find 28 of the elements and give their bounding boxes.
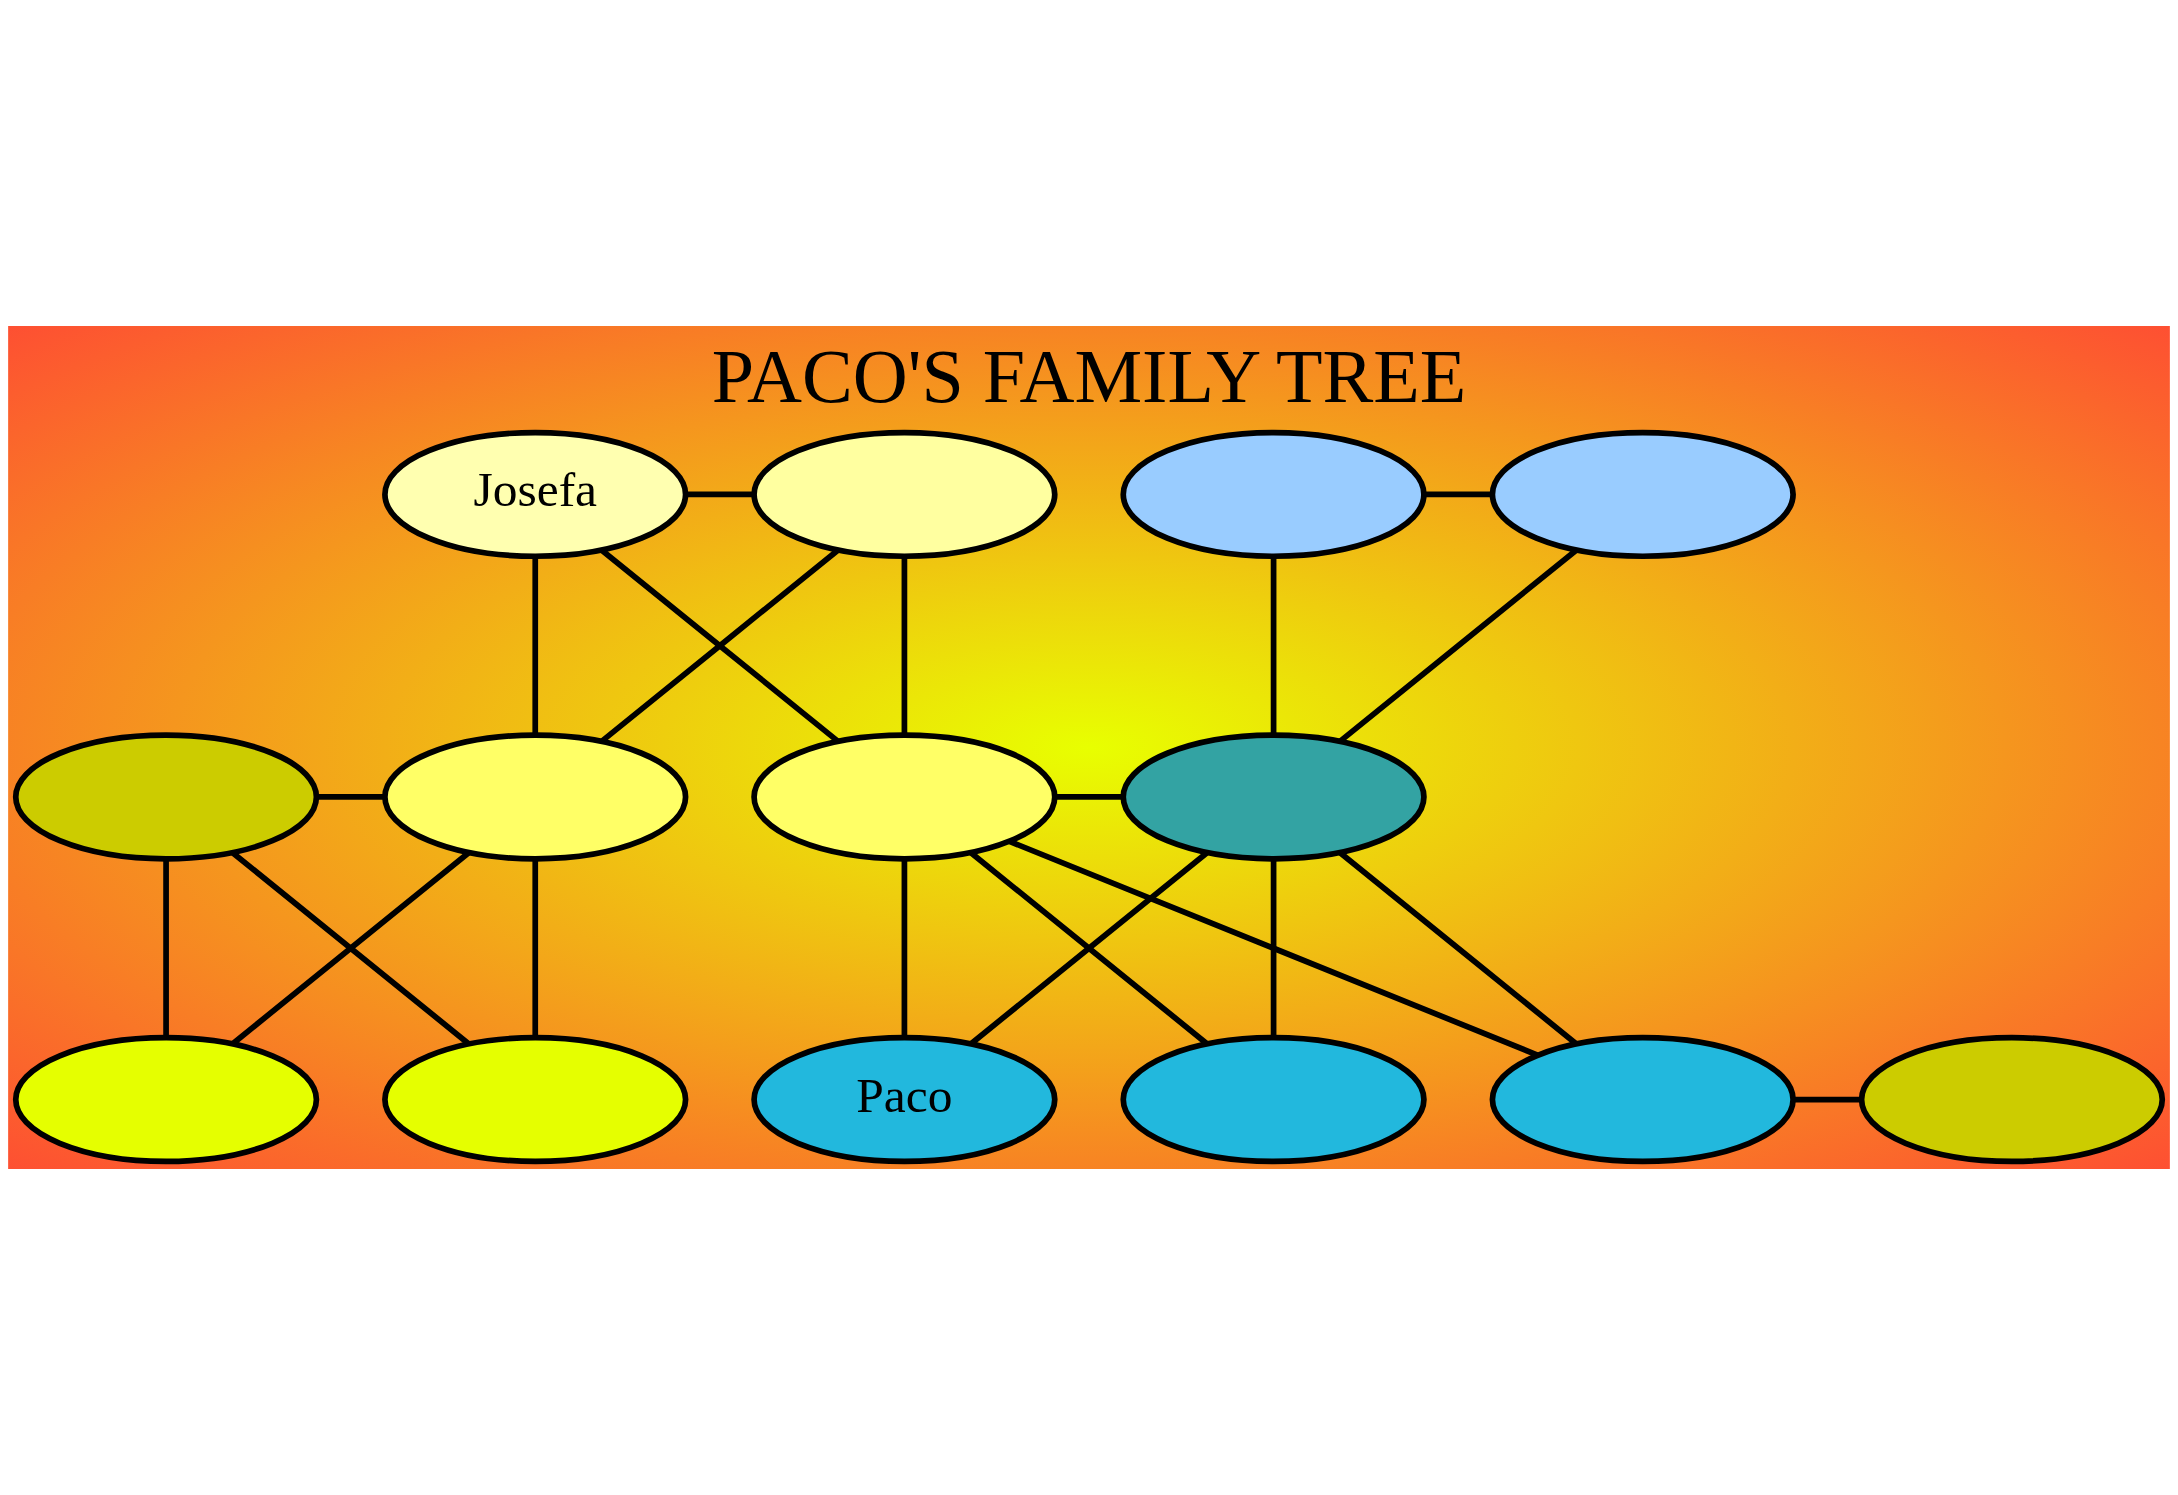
- node-ellipse: [1858, 1034, 2166, 1165]
- connector: [316, 794, 385, 800]
- connector: [1793, 1096, 1861, 1103]
- node-ellipse: [751, 732, 1058, 862]
- node-ellipse: [382, 732, 689, 862]
- connector: [532, 556, 539, 735]
- node-ellipse: [1120, 429, 1427, 560]
- node-ellipse: [1489, 1034, 1796, 1165]
- connector: [901, 556, 908, 735]
- diagram-title: PACO'S FAMILY TREE: [711, 334, 1467, 419]
- node-ellipse: [751, 429, 1058, 560]
- connector: [1270, 859, 1277, 1038]
- connector: [1008, 838, 1539, 1058]
- node-ellipse: [382, 1034, 689, 1165]
- connector: [163, 859, 169, 1038]
- node-ellipse: Paco: [751, 1034, 1058, 1165]
- connector: [1055, 794, 1123, 800]
- node-ellipse: [12, 1034, 320, 1165]
- node-ellipse: [1489, 429, 1796, 560]
- connector: [901, 859, 908, 1038]
- node-ellipse: [12, 732, 320, 862]
- connector: [1424, 491, 1492, 498]
- connector: [1270, 556, 1277, 735]
- connector: [532, 859, 539, 1038]
- node-ellipse: Josefa: [382, 429, 689, 560]
- connector: [685, 491, 754, 498]
- node-ellipse: [1120, 1034, 1427, 1165]
- node-ellipse: [1120, 732, 1427, 862]
